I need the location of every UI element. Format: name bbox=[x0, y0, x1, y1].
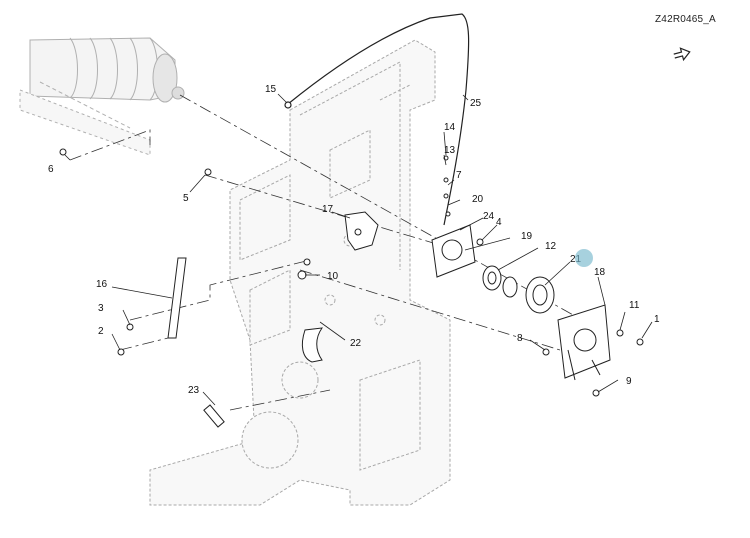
callout-12[interactable]: 12 bbox=[545, 241, 557, 252]
roller-assembly bbox=[19, 37, 185, 156]
parts bbox=[59, 148, 644, 428]
cable bbox=[284, 13, 470, 226]
callout-18[interactable]: 18 bbox=[594, 267, 606, 278]
callout-16[interactable]: 16 bbox=[96, 279, 108, 290]
callout-25[interactable]: 25 bbox=[470, 98, 482, 109]
callout-24[interactable]: 24 bbox=[483, 211, 495, 222]
callout-17[interactable]: 17 bbox=[322, 204, 334, 215]
callout-13[interactable]: 13 bbox=[444, 145, 456, 156]
callout-23[interactable]: 23 bbox=[188, 385, 200, 396]
callout-3[interactable]: 3 bbox=[98, 303, 104, 314]
callout-7[interactable]: 7 bbox=[456, 170, 462, 181]
selected-callout-marker[interactable] bbox=[575, 249, 593, 267]
callout-19[interactable]: 19 bbox=[521, 231, 533, 242]
callout-15[interactable]: 15 bbox=[265, 84, 277, 95]
callout-6[interactable]: 6 bbox=[48, 164, 54, 175]
callout-14[interactable]: 14 bbox=[444, 122, 456, 133]
callout-8[interactable]: 8 bbox=[517, 333, 523, 344]
callout-labels: 1 2 3 4 5 6 7 8 9 10 11 12 13 14 15 16 1… bbox=[48, 84, 660, 396]
callout-4[interactable]: 4 bbox=[496, 217, 502, 228]
leader-lines bbox=[64, 93, 653, 406]
figure-code: Z42R0465_A bbox=[655, 14, 716, 25]
callout-9[interactable]: 9 bbox=[626, 376, 632, 387]
callout-11[interactable]: 11 bbox=[629, 300, 640, 311]
callout-2[interactable]: 2 bbox=[98, 326, 104, 337]
next-page-arrow-icon[interactable] bbox=[672, 46, 692, 62]
callout-5[interactable]: 5 bbox=[183, 193, 189, 204]
callout-20[interactable]: 20 bbox=[472, 194, 484, 205]
callout-10[interactable]: 10 bbox=[327, 271, 339, 282]
callout-1[interactable]: 1 bbox=[654, 314, 660, 325]
callout-22[interactable]: 22 bbox=[350, 338, 362, 349]
